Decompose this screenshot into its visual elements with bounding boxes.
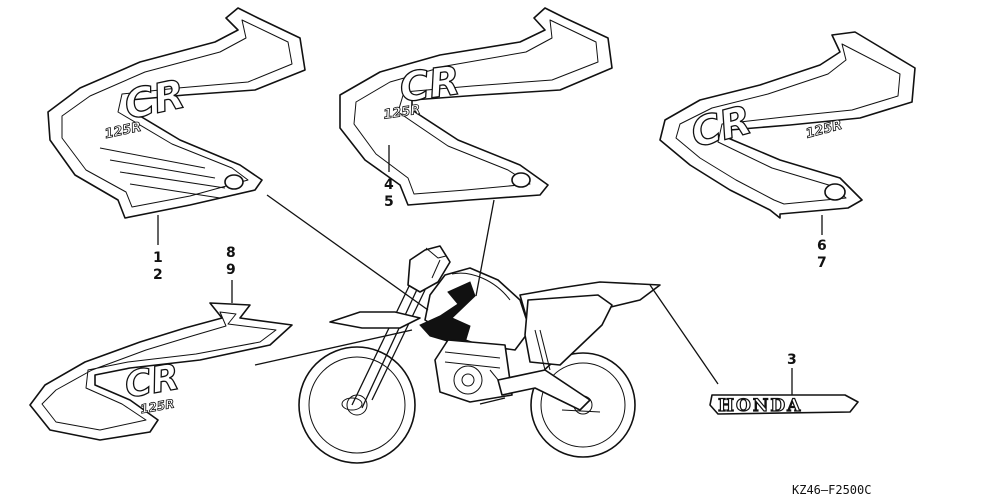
decal-sub-text-2: 125R: [382, 103, 421, 123]
leader-line-side-cover: [254, 329, 413, 366]
honda-brand-decal: HONDA: [709, 394, 859, 417]
shroud-decal-left-upper: CR 125R: [47, 7, 306, 219]
callout-6: 6: [817, 238, 827, 254]
front-wheel: [298, 346, 416, 464]
callout-7: 7: [817, 255, 827, 271]
shroud-decal-right: CR 125R: [659, 31, 916, 219]
callout-2: 2: [153, 267, 163, 283]
callout-3: 3: [787, 352, 797, 368]
motorcycle-illustration: [298, 245, 661, 464]
callout-1: 1: [153, 250, 163, 266]
shroud-decal-center: CR 125R: [339, 7, 613, 206]
leader-line-honda: [649, 284, 719, 385]
decal-sub-text-4: 125R: [139, 397, 175, 417]
leader-line-shroud-left: [266, 194, 429, 311]
callout-4: 4: [384, 177, 394, 193]
callout-5: 5: [384, 194, 394, 210]
decal-model-text-4: CR: [122, 357, 182, 407]
leader-line-shroud-center: [475, 199, 495, 297]
callout-8: 8: [226, 245, 236, 261]
decal-model-text-2: CR: [397, 58, 463, 112]
diagram-code: KZ46—F2500C: [792, 483, 871, 497]
callout-9: 9: [226, 262, 236, 278]
side-cover-decal: CR 125R: [29, 302, 293, 441]
honda-brand-text: HONDA: [718, 396, 802, 416]
